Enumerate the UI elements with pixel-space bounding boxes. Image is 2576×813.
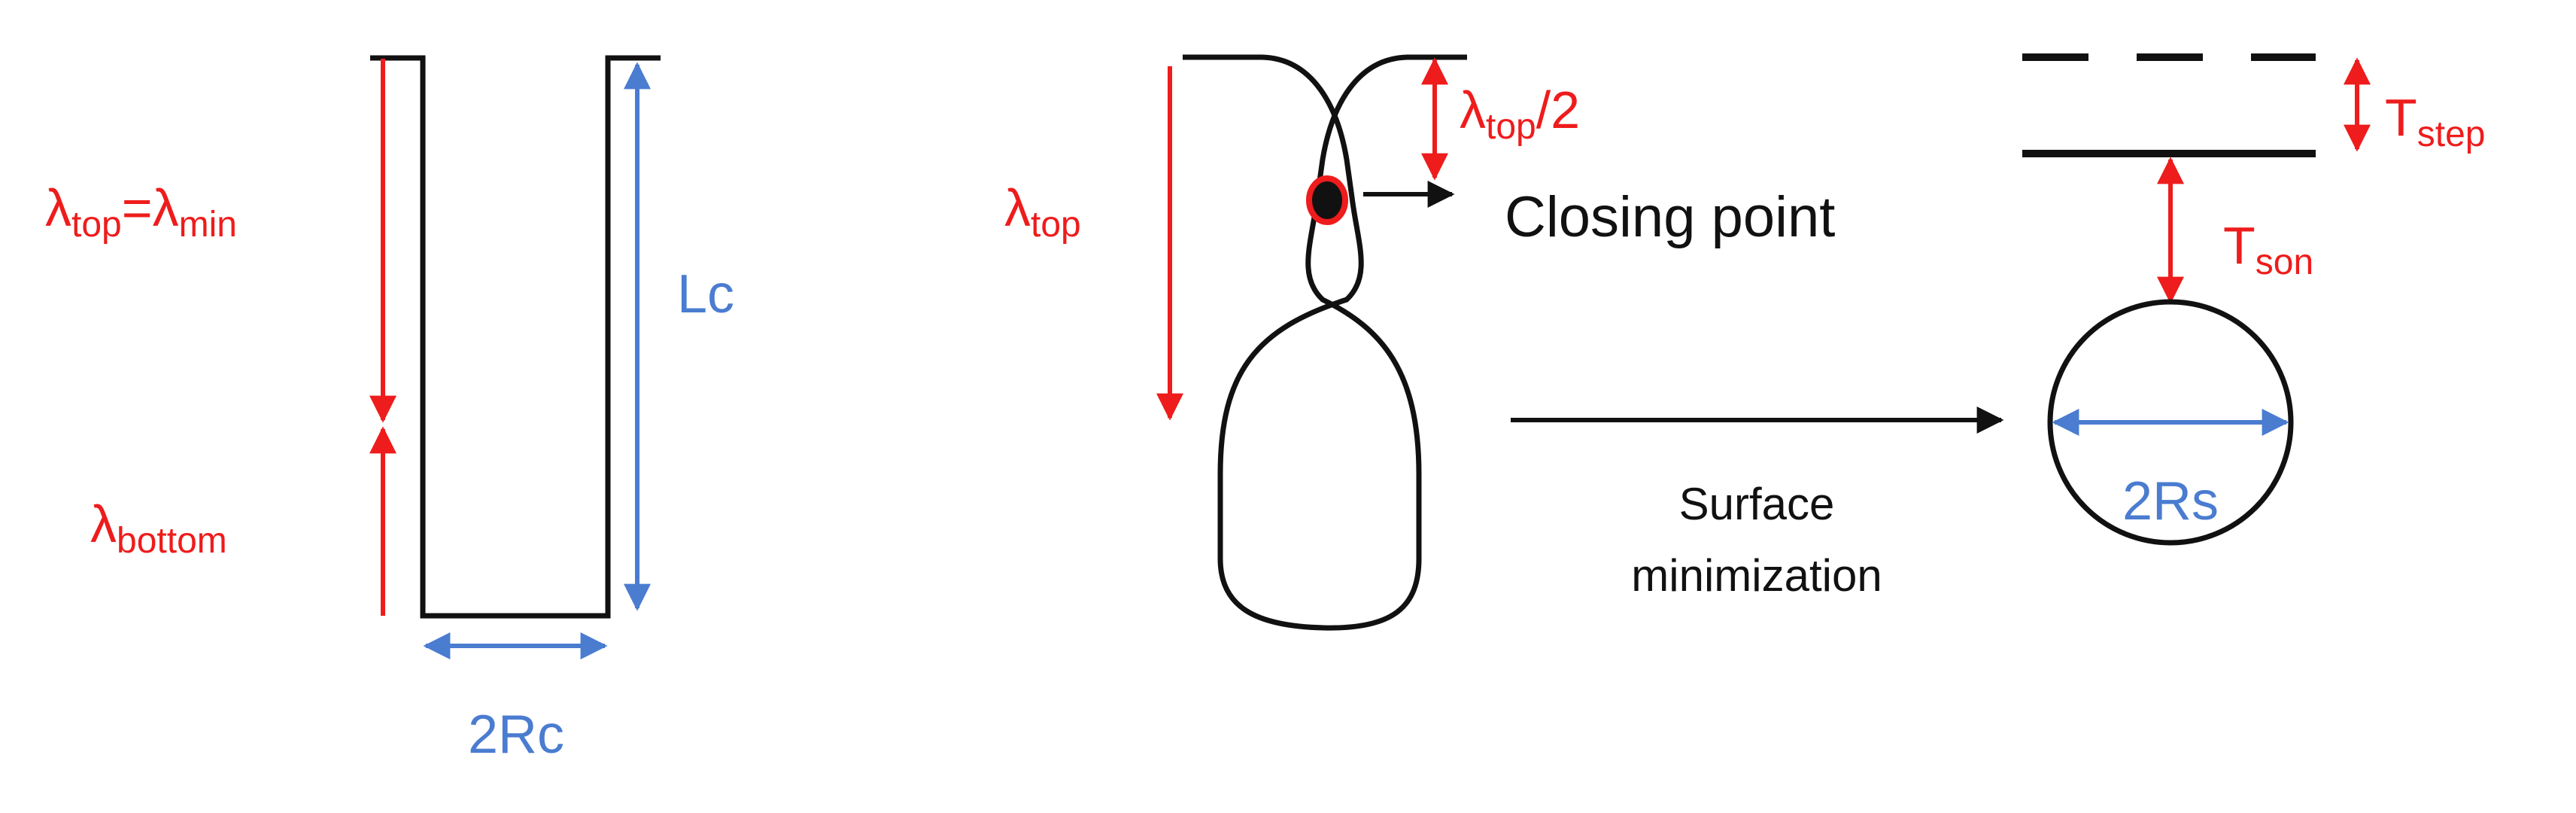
lambda-bottom-label: λbottom [90,495,227,561]
closing-point-marker [1306,175,1348,225]
pinch-outline [1183,54,1467,631]
half-lambda-label: λtop/2 [1460,81,1580,147]
sphere-panel: Tstep Tson 2Rs [2022,53,2486,546]
closing-point-label: Closing point [1505,185,1835,249]
channel-outline [370,55,661,619]
t-step-label: Tstep [2385,88,2486,154]
lambda-top-label-pinch: λtop [1004,178,1081,245]
channel-length-label: Lc [677,264,734,324]
process-label-line2: minimization [1631,550,1882,601]
process-label-line1: Surface [1679,479,1835,529]
sphere-outline [2047,299,2294,546]
t-son-label: Tson [2223,216,2313,282]
sphere-diameter-label: 2Rs [2122,471,2219,531]
lambda-top-equals-min-label: λtop=λmin [45,178,237,245]
process-step: Surface minimization [1511,406,2004,601]
channel-width-label: 2Rc [468,705,564,765]
pinch-panel: λtop λtop/2 Closing point [1004,54,1835,631]
channel-panel: λtop=λmin λbottom Lc 2Rc [45,55,734,765]
